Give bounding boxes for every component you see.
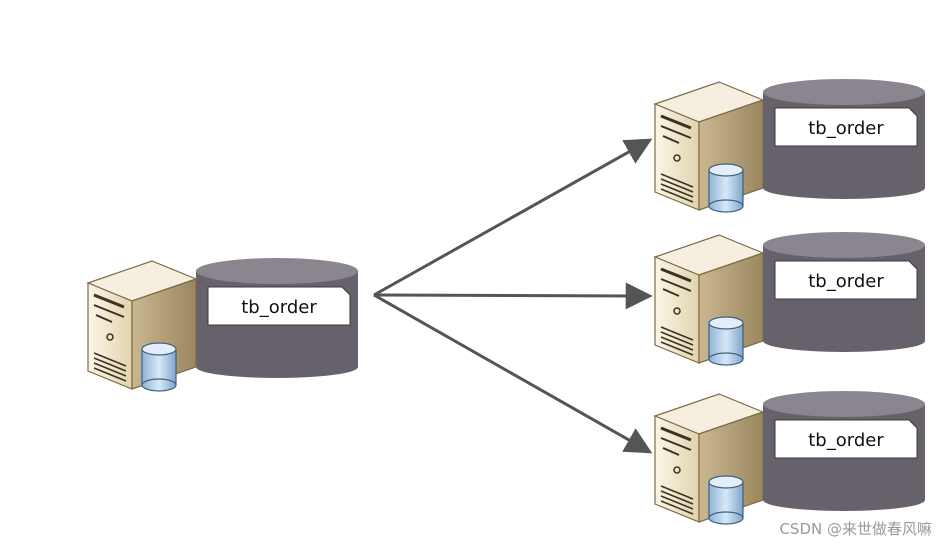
target-database-server-1: tb_order xyxy=(653,77,927,214)
watermark: CSDN @来世做春风嘛 xyxy=(779,520,932,538)
server-icon xyxy=(653,77,927,214)
edge-source-to-target-1 xyxy=(373,138,653,297)
server-icon xyxy=(86,256,360,393)
target-3-table-label: tb_order xyxy=(808,430,884,451)
target-2-table-label: tb_order xyxy=(808,271,884,292)
server-icon xyxy=(653,389,927,526)
edge-source-to-target-3 xyxy=(373,293,653,454)
edge-source-to-target-2 xyxy=(373,282,653,310)
source-table-label: tb_order xyxy=(241,297,317,318)
source-database-server: tb_order xyxy=(86,256,360,393)
server-icon xyxy=(653,230,927,367)
target-1-table-label: tb_order xyxy=(808,118,884,139)
target-database-server-3: tb_order xyxy=(653,389,927,526)
target-database-server-2: tb_order xyxy=(653,230,927,367)
